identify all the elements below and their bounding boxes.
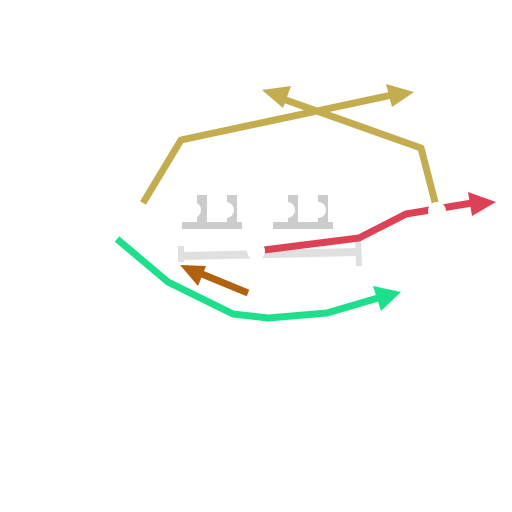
node-circle-icon [279, 202, 295, 218]
gold-connector-a-arrowhead [386, 84, 414, 107]
node-circle-icon [185, 202, 201, 218]
node-circle-icon [247, 242, 265, 260]
brown-connector-line [195, 268, 250, 297]
gray-bar-connector [178, 238, 362, 267]
t-connector-glyph-icon [182, 222, 212, 229]
node-circle-icon [428, 202, 446, 220]
t-connector-glyph-icon [197, 195, 207, 223]
green-connector-line [114, 236, 379, 322]
gray-bar-line [181, 248, 359, 260]
t-connector-glyph-icon [303, 222, 333, 229]
t-connector-glyph-icon [212, 222, 242, 229]
gold-connector-b-line [281, 95, 440, 207]
t-glyph-group-left [182, 195, 242, 229]
node-circle-icon [120, 212, 140, 232]
gold-connector-b [262, 86, 440, 207]
gold-connector-b-arrowhead [262, 86, 291, 108]
t-glyph-group-right [273, 195, 333, 229]
brown-connector [180, 265, 250, 297]
node-circle-icon [218, 202, 234, 218]
node-circle-icon [310, 202, 326, 218]
gold-connector-a-line [140, 91, 393, 205]
gray-bar-right-cap [355, 238, 362, 267]
green-connector-arrowhead [373, 286, 401, 311]
t-connector-glyph-icon [273, 222, 303, 229]
green-connector [114, 236, 401, 322]
red-connector-arrowhead [468, 192, 496, 216]
brown-connector-arrowhead [180, 265, 206, 286]
